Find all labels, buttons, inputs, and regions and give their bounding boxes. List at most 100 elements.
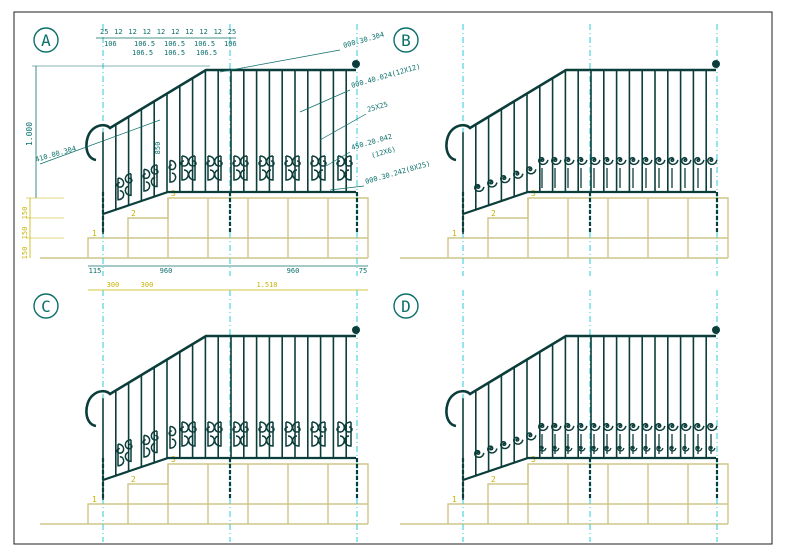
spiral-ornament: [500, 175, 511, 184]
panel-label-text: C: [41, 297, 51, 316]
handrail: [445, 334, 716, 428]
top-spacing-value: 106: [224, 40, 237, 48]
spiral-ornament: [682, 445, 690, 452]
part-callout: (12X6): [370, 145, 397, 160]
leader-line: [299, 89, 351, 113]
rise-dimension: 150: [21, 227, 29, 240]
top-spacing-value: 12: [128, 28, 136, 36]
spiral-ornament: [604, 445, 612, 452]
scroll-ornament: [150, 164, 159, 188]
part-callout: 000.30.242(8X25): [364, 160, 431, 186]
spiral-ornament: [669, 445, 677, 452]
newel-finial-icon: [712, 326, 720, 334]
spiral-ornament: [681, 422, 692, 432]
scroll-ornament: [240, 155, 249, 181]
spiral-ornament: [708, 445, 716, 452]
stair-stonework: 1 2 3: [447, 455, 729, 524]
part-callout: 25X25: [366, 100, 388, 114]
panel-label-text: D: [401, 297, 411, 316]
spiral-ornament: [617, 445, 625, 452]
newel-finial-icon: [712, 60, 720, 68]
scroll-ornament: [124, 173, 133, 197]
spiral-ornament: [590, 156, 601, 166]
scroll-ornament: [206, 421, 215, 447]
panel-label-text: B: [401, 31, 411, 50]
spiral-ornament: [655, 156, 666, 166]
leader-line: [39, 119, 161, 165]
spiral-ornament: [668, 422, 679, 432]
spiral-ornament: [565, 445, 573, 452]
top-spacing-value: 106.5: [196, 49, 217, 57]
leader-line: [329, 185, 365, 191]
spiral-ornament: [707, 422, 718, 432]
railing: [85, 60, 360, 234]
spiral-ornament: [500, 441, 511, 450]
step-number: 2: [131, 475, 136, 484]
panel-label-a: A: [33, 27, 59, 53]
spiral-ornament: [629, 156, 640, 166]
scroll-ornament: [310, 421, 319, 447]
scroll-ornament: [180, 155, 189, 181]
scroll-ornament: [266, 155, 275, 181]
scroll-ornament: [150, 430, 159, 454]
scroll-ornament: [116, 177, 125, 201]
scroll-ornament: [142, 434, 151, 458]
spiral-ornament: [630, 445, 638, 452]
balusters: [461, 70, 719, 234]
scroll-ornament: [284, 155, 293, 181]
spiral-ornament: [643, 445, 651, 452]
step-number: 1: [92, 495, 97, 504]
spiral-ornament: [655, 422, 666, 432]
railing: [85, 326, 360, 500]
scroll-ornament: [240, 421, 249, 447]
scroll-ornament: [116, 443, 125, 467]
drawing-border: [13, 11, 773, 545]
top-spacing-value: 106.5: [164, 40, 185, 48]
spiral-ornament: [526, 432, 537, 441]
railing-panel-c: C 1 2 3: [33, 290, 369, 542]
spiral-ornament: [707, 156, 718, 166]
spiral-ornament: [681, 156, 692, 166]
scroll-ornament: [284, 421, 293, 447]
spiral-ornament: [577, 156, 588, 166]
balusters: [461, 336, 719, 500]
rise-dimension: 150: [21, 247, 29, 260]
spiral-ornament: [642, 156, 653, 166]
step-number: 1: [452, 495, 457, 504]
bottom-dimension: 960: [160, 267, 173, 275]
scroll-ornament: [310, 155, 319, 181]
spiral-ornament: [656, 445, 664, 452]
scroll-ornament: [232, 421, 241, 447]
step-number: 2: [491, 209, 496, 218]
scroll-ornament: [292, 421, 301, 447]
newel-finial-icon: [352, 326, 360, 334]
ornament-band: [116, 155, 353, 201]
stair-outline: [87, 463, 369, 524]
bottom-rail: [102, 190, 356, 216]
spiral-ornament: [551, 422, 562, 432]
step-number: 2: [491, 475, 496, 484]
spiral-ornament: [538, 156, 549, 166]
step-number: 3: [171, 455, 176, 464]
step-number: 3: [531, 189, 536, 198]
stair-stonework: 123: [447, 189, 729, 258]
scroll-ornament: [168, 425, 177, 449]
spiral-ornament: [695, 445, 703, 452]
handrail: [85, 68, 356, 162]
spiral-ornament: [539, 445, 547, 452]
leader-line: [325, 151, 351, 167]
panel-label-d: D: [393, 293, 419, 319]
spiral-ornament: [564, 156, 575, 166]
part-callout: 410.00.304: [34, 145, 77, 164]
spiral-ornament: [487, 179, 498, 188]
top-spacing-value: 106.5: [132, 49, 153, 57]
scroll-ornament: [180, 421, 189, 447]
bottom-dimension: 1.510: [256, 281, 277, 289]
top-spacing-value: 12: [199, 28, 207, 36]
scroll-ornament: [142, 168, 151, 192]
panel-label-text: A: [41, 31, 51, 50]
step-number: 3: [531, 455, 536, 464]
top-spacing-value: 12: [114, 28, 122, 36]
